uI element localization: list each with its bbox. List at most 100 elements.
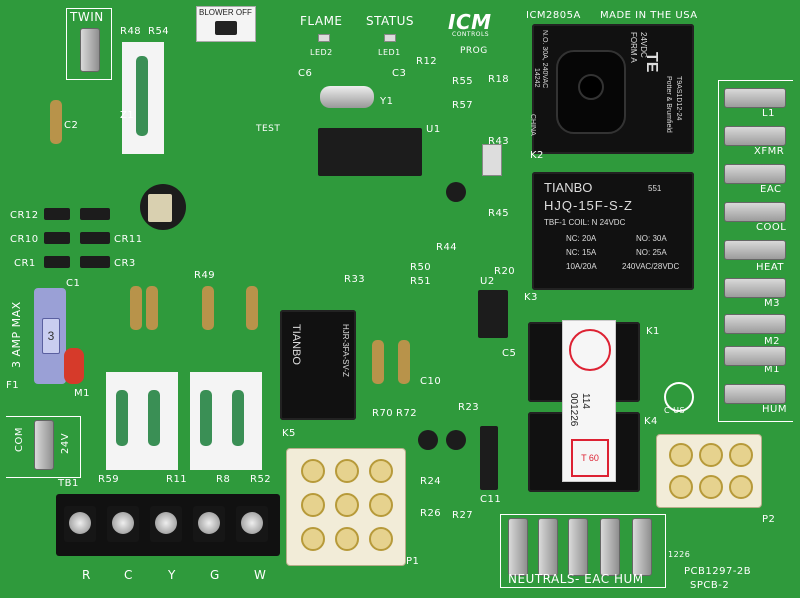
power-resistor [116, 390, 128, 446]
p2-pin [699, 475, 723, 499]
com-terminal[interactable] [34, 420, 54, 470]
diode-cr12b [44, 208, 70, 220]
red-capacitor [64, 348, 84, 384]
diode-cr1 [80, 256, 110, 268]
chip-u2 [478, 290, 508, 338]
spade-eac[interactable] [724, 164, 786, 184]
ref-r47: R51 [410, 276, 432, 287]
p1-pin [369, 493, 393, 517]
com-outline [6, 416, 81, 478]
status-led [384, 34, 396, 42]
terminal-label-g: G [210, 568, 220, 582]
spade-xfmr[interactable] [724, 126, 786, 146]
terminal-w[interactable] [236, 506, 268, 542]
neutral-terminal-1[interactable] [508, 518, 528, 576]
relay-k3-ref: K3 [524, 292, 538, 303]
ref-c3: C3 [392, 68, 407, 79]
jumper-header[interactable] [482, 144, 502, 176]
ref-cr1: CR1 [14, 258, 36, 269]
connector-p1-ref: P1 [406, 556, 420, 567]
terminal-g[interactable] [193, 506, 225, 542]
axial-resistor [146, 286, 158, 330]
axial-resistor [398, 340, 410, 384]
ref-c10: C10 [420, 376, 442, 387]
p1-pin [335, 493, 359, 517]
fuse[interactable]: 3 [34, 288, 66, 384]
relay-k2-origin: CHINA [529, 114, 536, 136]
model-label: ICM2805A [526, 10, 581, 21]
axial-resistor [202, 286, 214, 330]
p2-pin [699, 443, 723, 467]
spade-l1[interactable] [724, 88, 786, 108]
twin-terminal[interactable] [80, 28, 100, 72]
neutral-terminal-4[interactable] [600, 518, 620, 576]
ref-cr12: CR12 [10, 210, 39, 221]
power-resistor [232, 390, 244, 446]
spade-cool[interactable] [724, 202, 786, 222]
neutral-terminal-2[interactable] [538, 518, 558, 576]
terminal-label-w: W [254, 568, 267, 582]
blower-off-label: BLOWER OFF [199, 8, 252, 17]
spade-m2[interactable] [724, 314, 786, 334]
csa-mark-icon [664, 382, 694, 412]
ref-c1: C1 [66, 278, 81, 289]
dip-switch-knob[interactable] [215, 21, 237, 35]
date-code: 1226 [668, 550, 691, 559]
relay-k3-no2: NO: 25A [636, 248, 667, 257]
ref-z3: R72 [396, 408, 418, 419]
screw-icon [112, 512, 134, 534]
p2-pin [729, 443, 753, 467]
resistor-block-right [190, 372, 262, 470]
terminal-y[interactable] [150, 506, 182, 542]
fuse-rating-label: 3 AMP MAX [10, 301, 23, 368]
axial-resistor [50, 100, 62, 144]
terminal-c[interactable] [107, 506, 139, 542]
terminal-label-m2: M2 [764, 336, 780, 347]
blower-off-dip-switch[interactable]: BLOWER OFF [196, 6, 256, 42]
fuse-ref: F1 [6, 380, 20, 391]
diode-cr10b [44, 232, 70, 244]
ref-r70: R49 [194, 270, 216, 281]
spade-heat[interactable] [724, 240, 786, 260]
relay-k2-terminal [556, 50, 626, 134]
connector-p2[interactable] [656, 434, 762, 508]
ref-r57: R57 [452, 100, 474, 111]
volt-label: 24V [60, 432, 71, 454]
ref-z1: Z1 [120, 110, 135, 121]
board-rev: SPCB-2 [690, 580, 730, 591]
terminal-label-r: R [82, 568, 91, 582]
diode-cr1b [44, 256, 70, 268]
led2-label: LED2 [310, 48, 333, 57]
relay-k2-spec2: FORM A [629, 32, 638, 63]
relay-k3-batch: 551 [648, 184, 662, 193]
spade-m3[interactable] [724, 278, 786, 298]
sticker-line2: 001226 [568, 393, 579, 427]
led1-label: LED1 [378, 48, 401, 57]
ref-r48: R48 [120, 26, 142, 37]
terminal-r[interactable] [64, 506, 96, 542]
ref-cr11: CR11 [114, 234, 143, 245]
prog-label: PROG [460, 46, 488, 56]
flame-label: FLAME [300, 14, 343, 28]
resistor-block-top [122, 42, 164, 154]
terminal-label-cool: COOL [756, 222, 787, 233]
relay-k2-line1: T9AS1D12-24 [675, 76, 682, 121]
terminal-label-xfmr: XFMR [754, 146, 785, 157]
terminal-label-heat: HEAT [756, 262, 785, 273]
microcontroller-u1 [318, 128, 422, 176]
axial-resistor [130, 286, 142, 330]
relay-k2: TE 24VDC FORM A T9AS1D12-24 Potter & Bru… [529, 24, 694, 154]
terminal-label-c: C [124, 568, 133, 582]
us-mark-icon: C US [664, 406, 686, 415]
sticker-stamp-top [569, 329, 611, 371]
terminal-label-hum: HUM [762, 404, 787, 415]
neutral-terminal-3[interactable] [568, 518, 588, 576]
p2-pin [669, 475, 693, 499]
neutral-terminal-5[interactable] [632, 518, 652, 576]
spade-hum[interactable] [724, 384, 786, 404]
spade-m1[interactable] [724, 346, 786, 366]
connector-p1[interactable] [286, 448, 406, 566]
diode-cr12 [80, 208, 110, 220]
transistor-q6 [418, 430, 438, 450]
